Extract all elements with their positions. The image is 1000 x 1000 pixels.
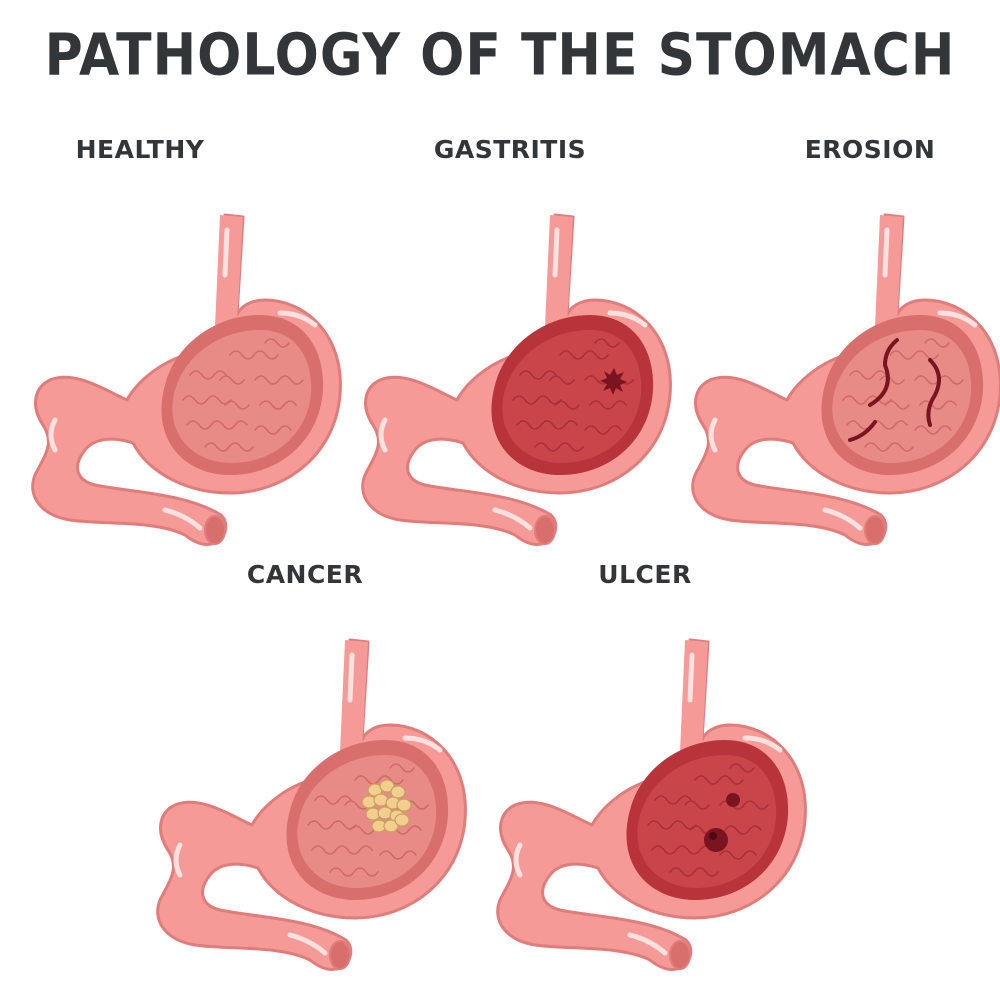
highlight-esophagus — [552, 227, 560, 278]
tumor-mass — [361, 779, 412, 833]
stomach-ulcer-illustration — [496, 638, 807, 972]
inflammation-spot — [600, 368, 627, 395]
esophagus — [215, 215, 243, 327]
highlight-fundus — [402, 735, 443, 753]
esophagus — [875, 215, 903, 327]
panel-cancer: CANCER — [140, 560, 470, 980]
panel-label: CANCER — [246, 560, 364, 589]
esophagus — [545, 215, 573, 327]
panel-gastritis: GASTRITIS — [345, 135, 675, 555]
highlight-fundus — [277, 310, 318, 328]
highlight-fundus — [937, 310, 978, 328]
highlight-duodenum — [173, 842, 183, 878]
panel-healthy: HEALTHY — [15, 135, 345, 555]
page-title: PATHOLOGY OF THE STOMACH — [44, 22, 956, 90]
erosion-crack — [848, 420, 877, 442]
stomach-mucosa — [172, 330, 312, 463]
stomach-mucosa — [637, 755, 777, 888]
panel-label: HEALTHY — [75, 135, 205, 164]
intestine-opening — [204, 515, 226, 545]
panel-label: EROSION — [804, 135, 936, 164]
panel-label: ULCER — [598, 560, 692, 589]
highlight-esophagus — [347, 652, 355, 703]
highlight-duodenum — [708, 417, 718, 453]
ulcer-crater — [704, 828, 728, 852]
stomach-erosion-illustration — [691, 213, 1000, 547]
highlight-esophagus — [222, 227, 230, 278]
highlight-intestine — [287, 932, 328, 956]
panel-label: GASTRITIS — [433, 135, 587, 164]
erosion-crack — [868, 338, 899, 407]
intestine-opening — [669, 940, 691, 970]
highlight-intestine — [492, 507, 533, 531]
highlight-esophagus — [687, 652, 695, 703]
highlight-intestine — [162, 507, 203, 531]
esophagus — [340, 640, 368, 752]
highlight-intestine — [627, 932, 668, 956]
highlight-fundus — [742, 735, 783, 753]
mucosa-folds — [512, 338, 634, 452]
highlight-duodenum — [378, 417, 388, 453]
panel-erosion: EROSION — [675, 135, 1000, 555]
ulcer-crater — [726, 793, 740, 807]
mucosa-folds — [647, 763, 769, 877]
intestine-opening — [534, 515, 556, 545]
esophagus — [680, 640, 708, 752]
highlight-intestine — [822, 507, 863, 531]
highlight-duodenum — [513, 842, 523, 878]
stomach-cancer-illustration — [156, 638, 467, 972]
panel-ulcer: ULCER — [480, 560, 810, 980]
intestine-opening — [864, 515, 886, 545]
stomach-gastritis-illustration — [361, 213, 672, 547]
ulcer-core — [709, 832, 717, 840]
mucosa-folds — [182, 338, 304, 452]
stomach-mucosa — [502, 330, 642, 463]
stomach-healthy-illustration — [31, 213, 342, 547]
highlight-fundus — [607, 310, 648, 328]
erosion-crack — [926, 358, 941, 427]
highlight-duodenum — [48, 417, 58, 453]
highlight-esophagus — [882, 227, 890, 278]
intestine-opening — [329, 940, 351, 970]
